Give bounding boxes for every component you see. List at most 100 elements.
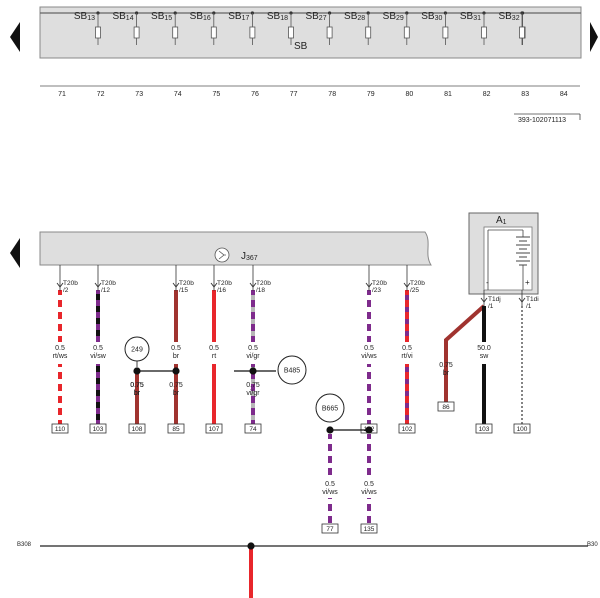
track-number: 75 (213, 91, 221, 98)
connector-t20b-2[interactable]: T20b/2 (56, 265, 78, 294)
fuse-panel-label: SB (294, 41, 308, 52)
ref-box[interactable]: 77 (321, 523, 339, 534)
wire-color: br (173, 353, 180, 360)
battery-plus: + (525, 278, 530, 287)
fuse-label: SB13 (74, 11, 95, 22)
fuse-sb17[interactable]: SB17 (228, 11, 256, 45)
branch-size: 0.5 (364, 481, 374, 488)
fuse-sb28[interactable]: SB28 (344, 11, 372, 45)
connector-t20b-16[interactable]: T20b/16 (210, 265, 232, 294)
fuse-sb14[interactable]: SB14 (112, 11, 140, 45)
junction-label: B485 (284, 368, 300, 375)
junction-b485[interactable]: B485 (277, 355, 307, 385)
fuse-sb15[interactable]: SB15 (151, 11, 179, 45)
control-unit-symbol-icon (214, 247, 230, 263)
connector-pin: T20b (256, 280, 271, 287)
connector-num: /15 (179, 287, 188, 294)
connector-t20b-15[interactable]: T20b/15 (172, 265, 194, 294)
fuse-sb13[interactable]: SB13 (74, 11, 101, 45)
wire-color: rt/ws (53, 353, 68, 360)
wire-color: br (134, 390, 141, 397)
connector-num: /18 (256, 287, 265, 294)
track-number: 72 (97, 91, 105, 98)
branch-color: vi/ws (361, 489, 377, 496)
fuse-label: SB32 (498, 11, 519, 22)
ref-box[interactable]: 107 (205, 423, 223, 434)
fuse-label: SB28 (344, 11, 365, 22)
ref-box-label: 103 (93, 426, 104, 433)
fuse-label: SB29 (383, 11, 404, 22)
battery-terminal-t1dj[interactable]: T1dj/1 (480, 290, 501, 310)
ground-junction-dot (247, 542, 255, 550)
connector-t20b-25[interactable]: T20b/25 (403, 265, 425, 294)
ref-box[interactable]: 85 (167, 423, 185, 434)
track-number: 81 (444, 91, 452, 98)
wire-color: br (443, 370, 450, 377)
nav-left-arrow-icon-2[interactable] (10, 238, 20, 268)
ref-box[interactable]: 103 (89, 423, 107, 434)
connector-num: /16 (217, 287, 226, 294)
fuse-label: SB18 (267, 11, 288, 22)
ref-box[interactable]: 103 (475, 423, 493, 434)
ref-box-label: 108 (132, 426, 143, 433)
track-number: 78 (328, 91, 336, 98)
fuse-sb31[interactable]: SB31 (460, 11, 487, 45)
fuse-sb18[interactable]: SB18 (267, 11, 294, 45)
wire-4[interactable]: 0.5br 85 (167, 290, 185, 434)
connector-num: /25 (410, 287, 419, 294)
battery-label: A1 (496, 215, 507, 226)
fuse-sb29[interactable]: SB29 (383, 11, 410, 45)
fuse-row: SB13 SB14 SB15 SB16 SB17 SB18 SB27 SB28 SB29 SB30… (74, 11, 526, 45)
wire-color: vi/gr (246, 353, 260, 360)
wire-size: 0.5 (171, 345, 181, 352)
fuse-panel (39, 6, 582, 59)
fuse-sb27[interactable]: SB27 (305, 11, 333, 45)
ref-box-label: 103 (479, 426, 490, 433)
ground-bus-right: B30 (587, 542, 598, 548)
fuse-label: SB17 (228, 11, 249, 22)
ref-box[interactable]: 110 (51, 423, 69, 434)
junction-249[interactable]: 249 (124, 336, 150, 362)
wire-color: sw (480, 353, 490, 360)
fuse-label: SB15 (151, 11, 172, 22)
wire-1[interactable]: 0.5rt/ws 110 (51, 290, 69, 434)
track-number: 84 (560, 91, 568, 98)
ref-box[interactable]: 108 (128, 423, 146, 434)
ref-box[interactable]: 74 (244, 423, 262, 434)
fuse-sb30[interactable]: SB30 (421, 11, 449, 45)
control-unit-label: J367 (241, 251, 258, 262)
ref-box[interactable]: 100 (513, 423, 531, 434)
ref-box[interactable]: 135 (360, 523, 378, 534)
wire-10[interactable]: 50.0sw 103 (475, 306, 493, 434)
wire-7[interactable]: 0.5vi/ws102 (360, 290, 378, 434)
track-number: 77 (290, 91, 298, 98)
wire-size: 0.5 (55, 345, 65, 352)
nav-left-arrow-icon[interactable] (10, 22, 20, 52)
battery-terminal-t1di[interactable]: T1di/1 (518, 290, 539, 310)
branch-wires: 0.75br0.75br0.75vi/gr0.5vi/ws770.5vi/ws1… (130, 360, 378, 534)
connector-t20b-18[interactable]: T20b/18 (249, 265, 271, 294)
ref-box[interactable]: 86 (437, 401, 455, 412)
ref-box[interactable]: 102 (398, 423, 416, 434)
nav-right-arrow-icon[interactable] (590, 22, 598, 52)
wire-11[interactable]: 100 (513, 306, 531, 434)
wire-size: 50.0 (477, 345, 491, 352)
connector-t20b-23[interactable]: T20b/23 (365, 265, 387, 294)
branch-size: 0.75 (246, 382, 260, 389)
connector-t20b-12[interactable]: T20b/12 (94, 265, 116, 294)
wire-size: 0.5 (364, 345, 374, 352)
junction-b665[interactable]: B665 (315, 393, 345, 423)
fuse-sb16[interactable]: SB16 (190, 11, 217, 45)
track-number: 80 (406, 91, 414, 98)
